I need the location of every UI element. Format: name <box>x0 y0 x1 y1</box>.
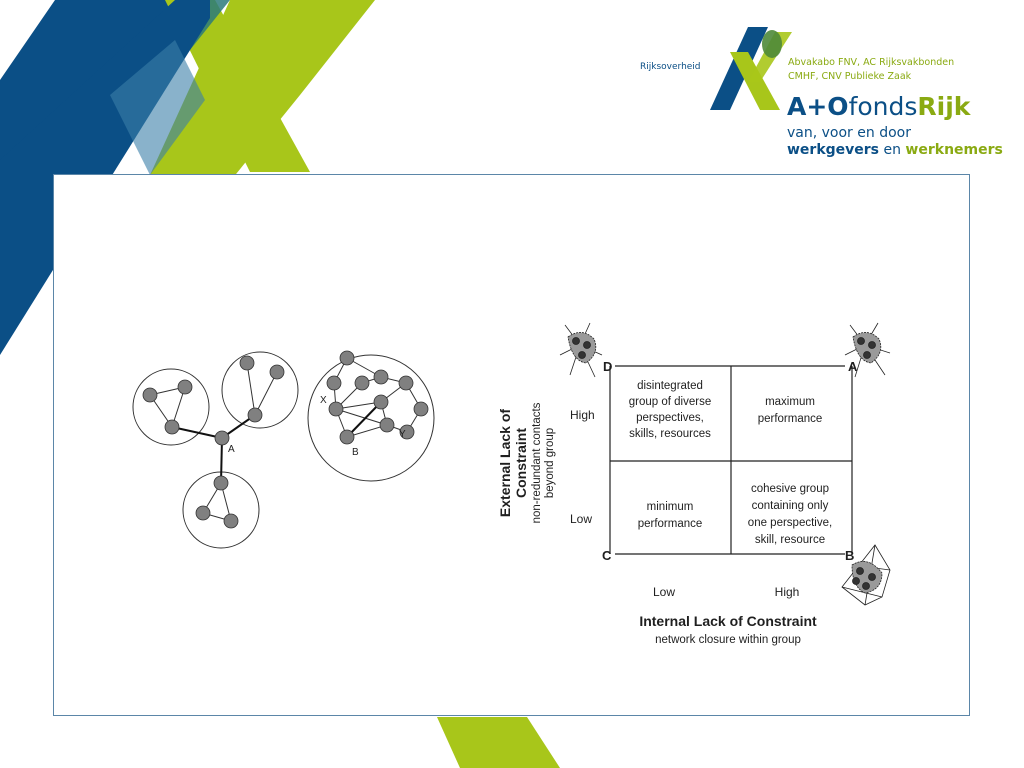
x-axis-sub: network closure within group <box>655 634 801 646</box>
x-high-label: High <box>775 585 800 599</box>
y-high-label: High <box>570 408 595 422</box>
node-x <box>328 401 344 417</box>
tagline-2-werkgevers: werkgevers <box>787 142 880 158</box>
node <box>164 419 180 435</box>
corner-glyph-d <box>559 322 603 378</box>
ministry-label: Rijksoverheid <box>640 62 701 72</box>
content-frame <box>53 174 970 716</box>
node <box>213 475 229 491</box>
node <box>354 375 370 391</box>
x-axis-title: Internal Lack of Constraint <box>639 613 817 629</box>
node <box>269 364 285 380</box>
node <box>398 375 414 391</box>
label-x: X <box>320 395 327 406</box>
cluster-circle-top <box>221 351 299 429</box>
label-y: Y <box>399 429 406 440</box>
tagline-2: werkgevers en werknemers <box>787 142 1003 158</box>
x-logo-mark <box>710 27 792 110</box>
node <box>399 424 415 440</box>
node <box>373 369 389 385</box>
node <box>247 407 263 423</box>
corner-glyph-b <box>841 544 891 606</box>
cluster-circle-right <box>307 354 435 482</box>
bridge-edge-b <box>346 401 382 438</box>
node <box>177 379 193 395</box>
tagline-1: van, voor en door <box>787 125 911 141</box>
cell-br-line-2: containing only <box>752 500 829 512</box>
node <box>195 505 211 521</box>
corner-b: B <box>845 548 854 563</box>
tagline-2-en: en <box>879 142 906 158</box>
cell-tl-line-2: group of diverse <box>629 396 711 408</box>
bridge-edge-left <box>171 426 223 439</box>
y-axis-sub-1: non-redundant contacts <box>531 402 543 523</box>
label-b: B <box>352 447 359 458</box>
node <box>413 401 429 417</box>
x-low-label: Low <box>653 585 675 599</box>
network-diagram: A B X Y <box>132 350 435 549</box>
node <box>373 394 389 410</box>
green-bottom-band <box>437 717 560 768</box>
cluster-circle-left <box>132 368 210 446</box>
green-diagonal-band-2 <box>165 0 310 172</box>
cell-tl-line-3: perspectives, <box>636 412 704 424</box>
cell-tr-line-1: maximum <box>765 396 815 408</box>
label-a: A <box>228 444 235 455</box>
cell-br-line-3: one perspective, <box>748 517 832 529</box>
cell-bl-line-2: performance <box>638 518 703 530</box>
bridge-edge-bottom <box>220 437 223 484</box>
corner-d: D <box>603 359 612 374</box>
node <box>223 513 239 529</box>
fund-name-ao: A+O <box>787 92 849 121</box>
a-o-fonds-rijk-logo: Rijksoverheid Abvakabo FNV, AC Rijksvakb… <box>640 22 1003 162</box>
constraint-matrix: D A C B disintegrated group of diverse p… <box>497 322 891 646</box>
node-b <box>339 429 355 445</box>
cell-tr-line-2: performance <box>758 413 823 425</box>
node <box>326 375 342 391</box>
cell-bl-line-1: minimum <box>647 501 694 513</box>
node <box>339 350 355 366</box>
cell-br-line-4: skill, resource <box>755 534 825 546</box>
y-low-label: Low <box>570 512 592 526</box>
corner-c: C <box>602 548 612 563</box>
unions-line-1: Abvakabo FNV, AC Rijksvakbonden <box>788 57 955 68</box>
node <box>142 387 158 403</box>
fund-name: A+OfondsRijk <box>787 92 970 121</box>
y-axis-sub-2: beyond group <box>544 428 556 498</box>
corner-a: A <box>848 359 858 374</box>
fund-name-fonds: fonds <box>848 92 918 121</box>
corner-glyph-a <box>844 322 891 378</box>
tagline-2-werknemers: werknemers <box>905 142 1003 158</box>
light-blue-overlay <box>110 40 205 175</box>
node <box>239 355 255 371</box>
unions-line-2: CMHF, CNV Publieke Zaak <box>788 71 912 82</box>
node-y <box>379 417 395 433</box>
cell-tl-line-1: disintegrated <box>637 380 703 392</box>
y-axis-title-2: Constraint <box>513 428 529 498</box>
fund-name-rijk: Rijk <box>917 92 971 121</box>
cell-tl-line-4: skills, resources <box>629 428 711 440</box>
node-a <box>214 430 230 446</box>
cell-br-line-1: cohesive group <box>751 483 829 495</box>
y-axis-title-1: External Lack of <box>497 409 513 517</box>
